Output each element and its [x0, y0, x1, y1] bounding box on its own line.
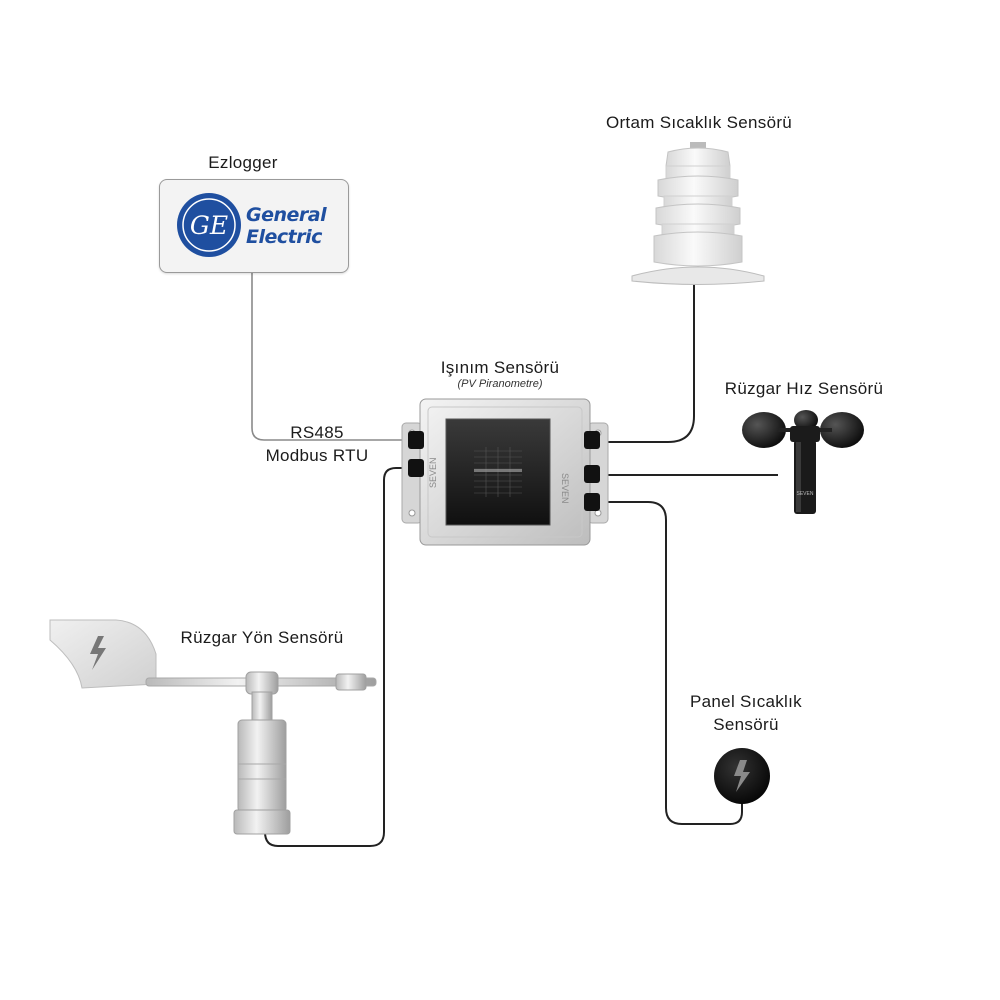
wind-speed-sensor-icon: SEVEN: [742, 410, 864, 514]
rs485-cable: [251, 272, 408, 441]
svg-text:SEVEN: SEVEN: [560, 473, 570, 504]
ge-logo-text: General Electric: [246, 204, 327, 248]
ge-logo-icon: GE: [177, 193, 241, 257]
ezlogger-label: Ezlogger: [208, 153, 278, 172]
ambient-temp-sensor-icon: [631, 142, 765, 285]
irradiance-sensor-device: SEVEN SEVEN: [401, 398, 609, 546]
wind-direction-cable: [264, 467, 408, 847]
irradiance-label: Işınım Sensörü: [440, 358, 560, 377]
wind-direction-sensor-icon: [49, 619, 377, 835]
rs485-label: RS485: [290, 423, 344, 442]
irradiance-sublabel: (PV Piranometre): [457, 378, 543, 390]
wind-direction-label: Rüzgar Yön Sensörü: [180, 628, 344, 647]
svg-text:SEVEN: SEVEN: [428, 457, 438, 488]
modbus-label: Modbus RTU: [265, 446, 369, 465]
bolt-icon: [734, 760, 750, 792]
svg-text:GE: GE: [190, 211, 228, 240]
ambient-temp-label: Ortam Sıcaklık Sensörü: [605, 113, 793, 132]
panel-temp-sensor-icon: [714, 748, 770, 804]
wind-speed-label: Rüzgar Hız Sensörü: [724, 379, 884, 398]
ge-logo-line1: General: [246, 204, 327, 226]
ge-logo-line2: Electric: [246, 226, 322, 248]
ambient-temp-cable: [596, 283, 695, 443]
panel-temp-cable: [596, 501, 743, 825]
panel-temp-label-2: Sensörü: [713, 715, 779, 734]
bolt-icon: [90, 636, 106, 670]
svg-text:SEVEN: SEVEN: [797, 491, 814, 497]
panel-temp-label-1: Panel Sıcaklık: [690, 692, 802, 711]
